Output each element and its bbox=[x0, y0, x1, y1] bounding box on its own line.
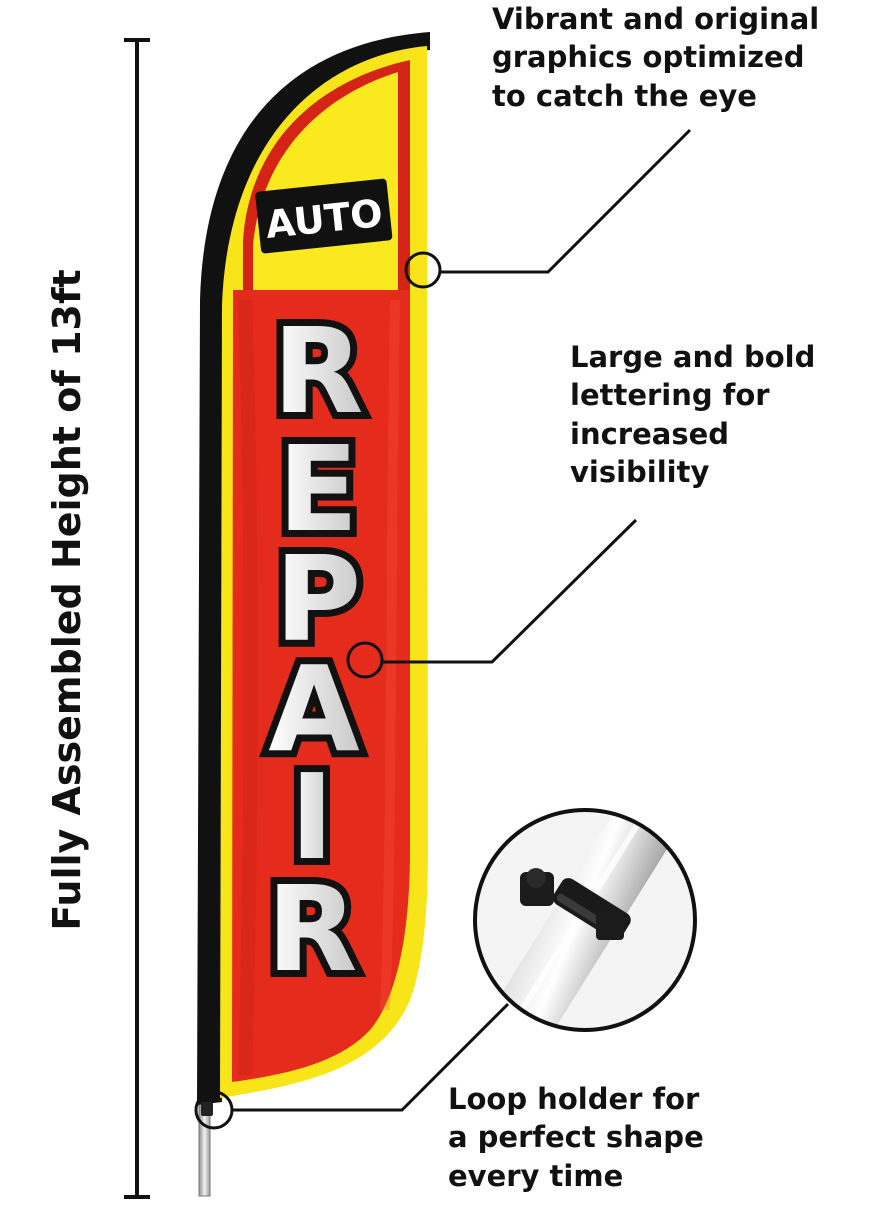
repair-letter: I I bbox=[283, 741, 341, 893]
svg-text:A: A bbox=[268, 640, 359, 778]
circle-marker-icon bbox=[346, 641, 384, 679]
svg-text:R: R bbox=[273, 302, 364, 440]
svg-text:R: R bbox=[267, 860, 358, 998]
callout-line: increased bbox=[570, 416, 730, 451]
callout-line: Large and bold bbox=[570, 340, 816, 374]
callout-loop-text: Loop holder for a perfect shape every ti… bbox=[448, 1080, 704, 1195]
callout-loop-leader bbox=[194, 1002, 510, 1130]
callout-graphics-text: Vibrant and original graphics optimized … bbox=[492, 0, 819, 115]
callout-line: a perfect shape bbox=[448, 1120, 704, 1155]
callout-line: Loop holder for bbox=[448, 1082, 700, 1116]
callout-line: lettering for bbox=[570, 378, 770, 413]
callout-lettering-leader bbox=[346, 518, 638, 679]
callout-line: to catch the eye bbox=[492, 78, 757, 113]
repair-word: R R E E P P A A I I R R bbox=[260, 295, 371, 1005]
height-dimension-bar bbox=[124, 38, 150, 1199]
height-label: Fully Assembled Height of 13ft bbox=[45, 269, 89, 931]
circle-marker-icon bbox=[404, 251, 442, 289]
svg-text:R: R bbox=[267, 860, 358, 998]
callout-line: Vibrant and original bbox=[492, 2, 820, 36]
flag-main-panel bbox=[232, 290, 410, 1082]
svg-text:E: E bbox=[278, 420, 359, 558]
repair-letter: R R bbox=[260, 853, 365, 1005]
callout-lettering-text: Large and bold lettering for increased v… bbox=[570, 338, 815, 491]
callout-line: graphics optimized bbox=[492, 40, 805, 75]
pole-clip-icon bbox=[473, 808, 697, 1032]
callout-line: every time bbox=[448, 1158, 624, 1193]
svg-text:I: I bbox=[290, 748, 334, 886]
svg-text:R: R bbox=[273, 302, 364, 440]
feather-flag: AUTO R R E E P P A A I I bbox=[197, 32, 430, 1105]
auto-word: AUTO bbox=[255, 178, 393, 254]
svg-text:E: E bbox=[278, 420, 359, 558]
svg-text:P: P bbox=[275, 530, 361, 668]
svg-text:I: I bbox=[290, 748, 334, 886]
repair-letter: R R bbox=[266, 295, 371, 447]
repair-letter: A A bbox=[261, 633, 366, 785]
callout-line: visibility bbox=[570, 454, 710, 489]
callout-graphics-leader bbox=[404, 128, 692, 289]
repair-letter: E E bbox=[271, 413, 366, 565]
